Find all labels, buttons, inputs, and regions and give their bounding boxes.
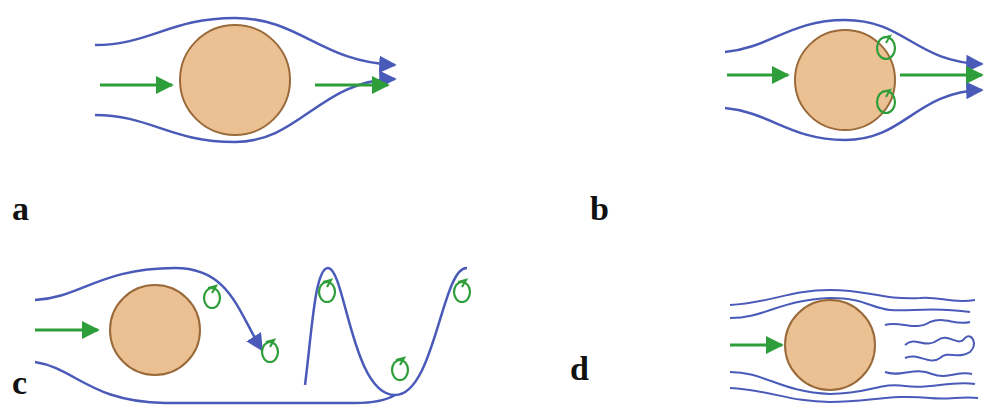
cylinder xyxy=(795,30,895,130)
vortex xyxy=(204,280,470,380)
eddy xyxy=(882,36,890,43)
flow-arrow xyxy=(727,74,788,77)
panel-label: c xyxy=(12,366,27,400)
eddy xyxy=(877,91,895,113)
eddy xyxy=(877,37,895,59)
vortex-street-panel xyxy=(35,268,470,403)
streamline xyxy=(730,388,978,402)
flow-arrow xyxy=(100,84,172,87)
flow-arrow xyxy=(900,74,982,77)
flow-arrow xyxy=(730,344,782,347)
turbulent-flow-panel xyxy=(730,290,978,402)
flow-arrow xyxy=(35,329,98,332)
cylinder xyxy=(180,25,290,135)
panel-label: d xyxy=(570,352,589,386)
turbulent-wake xyxy=(885,371,972,376)
streamline xyxy=(35,362,395,403)
flow-arrow xyxy=(315,84,388,87)
eddy xyxy=(882,90,890,97)
panel-label: a xyxy=(12,192,29,226)
turbulent-wake xyxy=(885,320,970,326)
streamline xyxy=(305,268,467,395)
panel-label: b xyxy=(590,192,609,226)
eddy-flow-panel xyxy=(725,20,982,140)
laminar-flow-panel xyxy=(95,18,395,142)
cylinder xyxy=(785,300,875,390)
streamline xyxy=(730,290,975,305)
turbulent-wake xyxy=(905,336,974,360)
cylinder xyxy=(110,285,200,375)
